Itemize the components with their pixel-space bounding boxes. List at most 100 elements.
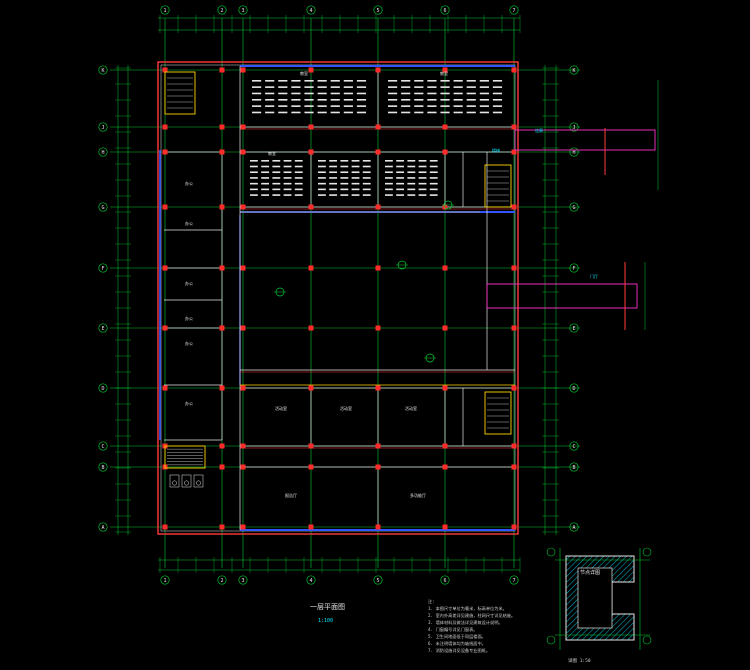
stair-core <box>164 71 196 115</box>
grid-bubble <box>98 441 108 451</box>
seat-row <box>278 99 288 101</box>
seat-row <box>291 99 301 101</box>
room-label: 办公 <box>185 280 193 286</box>
seat-row <box>317 92 327 95</box>
detail-core <box>577 567 613 629</box>
seat-row <box>340 194 349 196</box>
seat-row <box>466 111 476 114</box>
structural-column <box>308 265 314 271</box>
structural-column <box>442 325 448 331</box>
seat-row <box>250 194 258 196</box>
label-layer: 教室教室教室办公办公办公办公办公办公活动室活动室活动室报告厅多功能厅连廊门厅楼梯 <box>185 70 598 498</box>
seat-row <box>329 182 338 185</box>
seat-row <box>317 99 327 101</box>
structural-column <box>442 464 448 470</box>
grid-bubble-label: 6 <box>443 8 446 14</box>
grid-bubble <box>98 263 108 273</box>
seat-row <box>252 99 262 101</box>
grid-bubble-label: C <box>572 444 575 450</box>
seat-row <box>440 105 450 107</box>
grid-bubble <box>509 575 519 585</box>
grid-bubble <box>217 575 227 585</box>
structural-column <box>162 325 168 331</box>
structural-column <box>240 464 246 470</box>
note-line: 5. 卫生间地面低于同层楼面。 <box>428 633 486 640</box>
seat-row <box>340 165 349 168</box>
seat-row <box>396 165 405 168</box>
structural-column <box>308 124 314 130</box>
seat-row <box>407 165 416 168</box>
seat-row <box>250 177 258 179</box>
seat-row <box>414 105 424 107</box>
grid-bubble-label: G <box>101 205 104 211</box>
seat-row <box>304 111 314 114</box>
grid-bubble-label: 4 <box>309 578 312 584</box>
drawing-title: 一层平面图 <box>310 603 345 611</box>
seat-row <box>418 160 427 162</box>
seat-row <box>356 92 367 95</box>
structural-column <box>219 385 225 391</box>
grid-bubble-label: D <box>572 386 575 392</box>
seat-row <box>427 99 437 101</box>
seat-row <box>401 111 411 114</box>
seat-row <box>272 171 281 174</box>
grid-bubble-label: K <box>572 68 575 74</box>
seat-row <box>351 188 360 191</box>
seat-row <box>427 111 437 114</box>
grid-bubble <box>373 5 383 15</box>
seat-row <box>340 171 349 174</box>
seat-row <box>283 188 292 191</box>
seat-row <box>265 92 275 95</box>
seat-row <box>356 111 367 114</box>
seat-row <box>492 80 503 82</box>
seat-row <box>362 177 371 179</box>
structural-column <box>511 124 517 130</box>
grid-bubble <box>569 462 579 472</box>
structural-column <box>240 265 246 271</box>
toilet-fixture <box>196 480 201 486</box>
seat-row <box>388 111 398 114</box>
seat-row <box>466 105 476 107</box>
seat-row <box>261 182 270 185</box>
seat-row <box>283 182 292 185</box>
structural-column <box>442 265 448 271</box>
grid-bubble <box>98 462 108 472</box>
structural-column <box>219 204 225 210</box>
room-label: 教室 <box>440 70 448 76</box>
structural-column <box>219 124 225 130</box>
seat-row <box>362 182 371 185</box>
seat-row <box>466 86 476 88</box>
seat-row <box>453 86 463 88</box>
structural-column <box>375 385 381 391</box>
structural-column <box>442 204 448 210</box>
seat-row <box>278 105 288 107</box>
seat-row <box>407 182 416 185</box>
seat-row <box>414 92 424 95</box>
note-line: 3. 墙体材料及做法详见建筑设计说明。 <box>428 619 503 626</box>
structural-column <box>375 149 381 155</box>
outer-wall <box>157 61 519 535</box>
structural-column <box>162 149 168 155</box>
seat-row <box>330 99 340 101</box>
grid-bubble-label: 3 <box>241 578 244 584</box>
grid-bubble <box>569 263 579 273</box>
seat-row <box>283 165 292 168</box>
note-line: 1. 本图尺寸单位为毫米，标高单位为米。 <box>428 605 507 612</box>
seat-row <box>294 188 303 191</box>
grid-bubble-label: 3 <box>241 8 244 14</box>
structural-column <box>240 524 246 530</box>
seat-row <box>427 80 437 82</box>
seat-row <box>429 188 438 191</box>
structural-column <box>308 204 314 210</box>
seat-row <box>304 99 314 101</box>
grid-bubble <box>238 5 248 15</box>
structural-column <box>308 325 314 331</box>
seat-row <box>340 177 349 179</box>
grid-bubble <box>569 383 579 393</box>
note-line: 2. 室内外高差详见建施，柱网尺寸详见结施。 <box>428 612 515 619</box>
seat-row <box>351 160 360 162</box>
grid-bubble <box>569 522 579 532</box>
structural-column <box>375 204 381 210</box>
seat-row <box>479 86 489 88</box>
seat-row <box>351 177 360 179</box>
